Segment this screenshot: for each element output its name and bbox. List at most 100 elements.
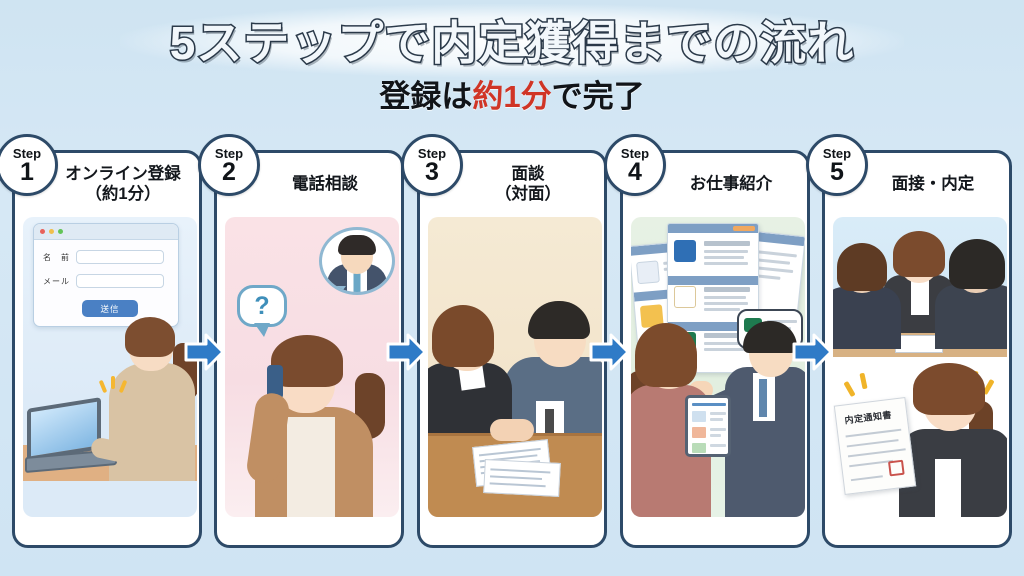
company-logo-icon: [674, 286, 696, 308]
step-card-5[interactable]: 面接・内定: [806, 134, 1012, 548]
subtitle-highlight: 約1分: [472, 79, 552, 114]
email-field-row: メール: [43, 274, 178, 288]
document-text-line: [489, 482, 546, 488]
step-4-title: お仕事紹介: [689, 175, 773, 193]
arrow-right-icon: [184, 333, 225, 371]
page-subtitle: 登録は約1分で完了: [0, 78, 1024, 116]
header: 5ステップで内定獲得までの流れ 登録は約1分で完了: [0, 0, 1024, 126]
window-maximize-dot: [58, 229, 63, 234]
consultant-tie: [545, 409, 554, 455]
tablet-screen-line: [692, 443, 706, 453]
step-4-illustration: [631, 217, 805, 517]
step-3-badge: Step 3: [401, 134, 463, 196]
step-2-illustration: ?: [225, 217, 399, 517]
tablet-screen-line: [710, 444, 726, 447]
sparkle-icon: [843, 380, 856, 398]
document-text-line: [490, 468, 551, 474]
step-4-header: お仕事紹介: [623, 153, 807, 215]
offer-letter-text-line: [850, 475, 883, 482]
job-card-text-line: [704, 342, 746, 345]
name-field-row: 名 前: [43, 250, 178, 264]
arrow-step4-to-step5: [790, 330, 834, 374]
step-1-panel: オンライン登録 （約1分） 名 前 メール: [12, 150, 202, 548]
step-card-1[interactable]: オンライン登録 （約1分） 名 前 メール: [0, 134, 202, 548]
handshake-icon: [490, 419, 534, 441]
step-5-badge-number: 5: [830, 157, 844, 186]
bubble-text-line: [767, 320, 797, 323]
step-2-badge: Step 2: [198, 134, 260, 196]
interviewer-left-hair: [837, 243, 887, 291]
step-1-badge-label: Step: [12, 145, 42, 161]
job-card-text-line: [704, 296, 746, 299]
job-card-text-line: [704, 333, 750, 338]
offer-letter-stamp: [887, 459, 905, 477]
step-3-badge-label: Step: [417, 145, 447, 161]
job-card-header: [668, 276, 758, 285]
person-hair: [271, 335, 343, 387]
job-card-header: [668, 322, 758, 331]
job-card-text-line: [704, 302, 748, 305]
interviewer-left-suit: [833, 287, 901, 349]
arrow-step1-to-step2: [182, 330, 226, 374]
tablet-device[interactable]: [685, 395, 731, 457]
interviewer-right-hair: [949, 239, 1005, 289]
step-4-panel: お仕事紹介: [620, 150, 810, 548]
step-4-badge: Step 4: [604, 134, 666, 196]
step-5-badge-label: Step: [822, 145, 852, 161]
step-2-header: 電話相談: [217, 153, 401, 215]
arrow-right-icon: [589, 333, 630, 371]
offer-celebration-scene: 内定通知書: [833, 357, 1007, 517]
step-3-header: 面談 （対面）: [420, 153, 604, 215]
step-3-title: 面談 （対面）: [495, 165, 561, 203]
document: [483, 459, 561, 497]
job-card-text-line: [704, 308, 740, 311]
consultant-tie: [759, 379, 767, 417]
step-2-panel: 電話相談 ?: [214, 150, 404, 548]
window-close-dot: [40, 229, 45, 234]
step-card-4[interactable]: お仕事紹介: [604, 134, 810, 548]
job-card-text-line: [704, 262, 748, 265]
name-field-label: 名 前: [43, 252, 70, 262]
step-4-badge-number: 4: [628, 157, 642, 186]
submit-button[interactable]: 送信: [82, 300, 138, 317]
step-1-illustration: 名 前 メール 送信: [23, 217, 197, 517]
offer-letter-title: 内定通知書: [844, 409, 893, 426]
step-5-panel: 面接・内定: [822, 150, 1012, 548]
tablet-screen-line: [710, 434, 721, 437]
job-card-text-line: [752, 249, 797, 257]
registration-form-window: 名 前 メール 送信: [33, 223, 179, 327]
step-2-badge-label: Step: [214, 145, 244, 161]
question-speech-bubble: ?: [237, 285, 287, 337]
job-card-text-line: [704, 287, 750, 292]
offer-letter-text-line: [849, 459, 894, 468]
person-inner-top: [287, 417, 335, 517]
candidate-hair: [432, 305, 494, 367]
tablet-screen-line: [692, 427, 706, 438]
consultant-speech-bubble: [319, 227, 395, 295]
job-card-header: [668, 224, 758, 233]
tablet-screen-line: [692, 403, 726, 406]
person-hair: [125, 317, 175, 357]
subtitle-prefix: 登録は: [379, 79, 473, 114]
candidate-hair: [893, 231, 945, 277]
steps-strip: オンライン登録 （約1分） 名 前 メール: [0, 134, 1024, 564]
page-title: 5ステップで内定獲得までの流れ: [168, 16, 855, 71]
step-1-badge: Step 1: [0, 134, 58, 196]
job-card-text-line: [704, 241, 750, 246]
name-input[interactable]: [76, 250, 164, 264]
tablet-screen-line: [710, 418, 723, 421]
interview-scene: [833, 217, 1007, 357]
step-5-badge: Step 5: [806, 134, 868, 196]
job-card-text-line: [704, 250, 748, 253]
offer-letter-document: 内定通知書: [833, 396, 917, 496]
step-3-badge-number: 3: [425, 157, 439, 186]
document-text-line: [489, 475, 543, 481]
consultant-hair: [338, 235, 376, 255]
window-minimize-dot: [49, 229, 54, 234]
step-card-3[interactable]: 面談 （対面）: [401, 134, 607, 548]
step-5-illustration: 内定通知書: [833, 217, 1007, 517]
step-1-title: オンライン登録 （約1分）: [65, 165, 181, 203]
step-3-illustration: [428, 217, 602, 517]
email-input[interactable]: [76, 274, 164, 288]
step-card-2[interactable]: 電話相談 ?: [198, 134, 404, 548]
